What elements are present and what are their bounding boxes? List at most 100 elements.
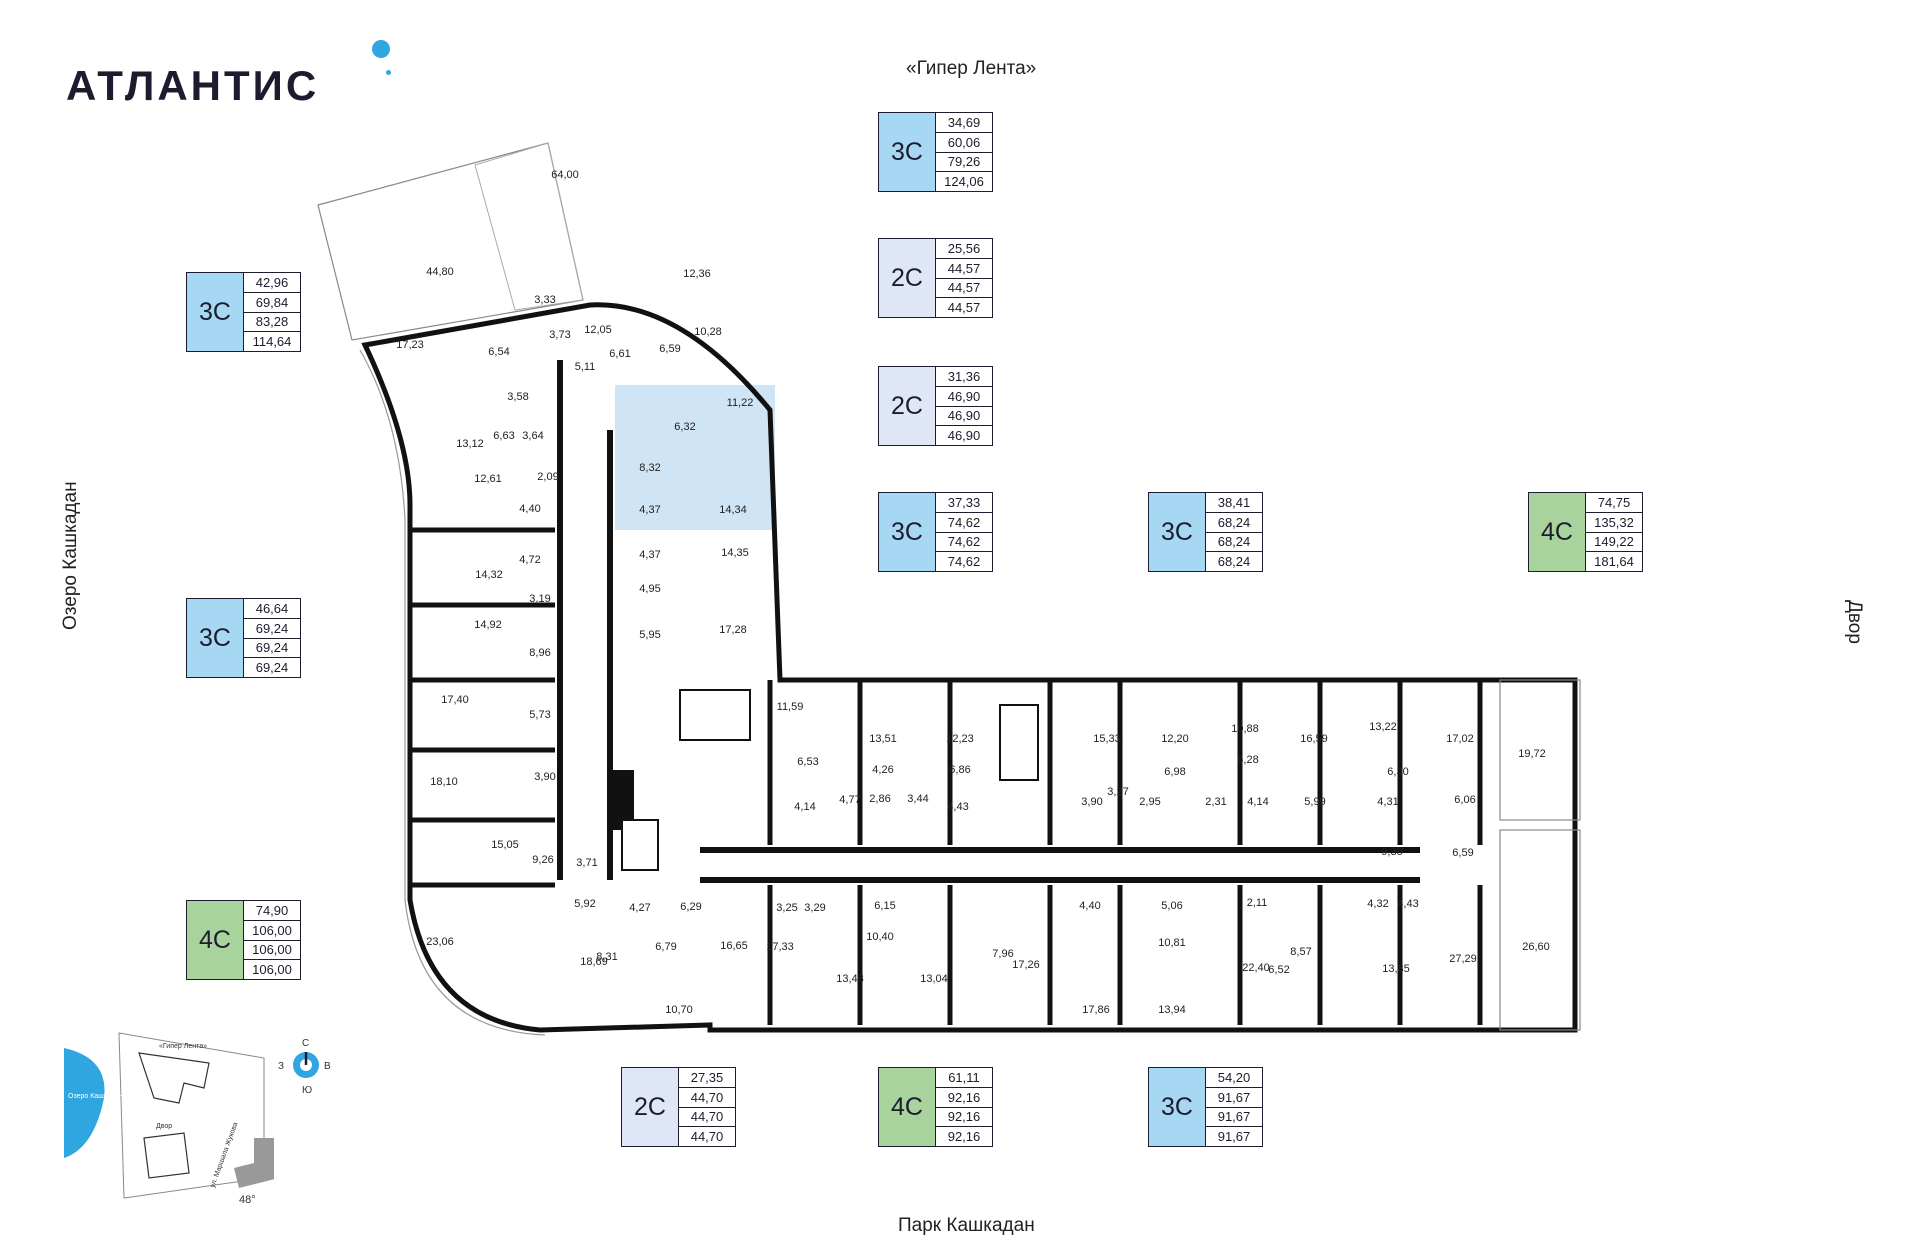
area-value: 181,64: [1594, 554, 1634, 570]
elevator: [621, 819, 659, 871]
room-area-label: 19,72: [1518, 748, 1546, 760]
apartment-type: 2С: [879, 367, 936, 445]
room-area-label: 14,92: [474, 619, 502, 631]
room-area-label: 14,32: [475, 569, 503, 581]
area-value: 69,84: [244, 293, 300, 313]
room-area-label: 13,48: [836, 973, 864, 985]
room-area-label: 3,29: [804, 902, 825, 914]
room-area-label: 12,61: [474, 473, 502, 485]
room-area-label: 4,26: [872, 764, 893, 776]
terrace-divider: [474, 142, 584, 311]
room-area-label: 17,33: [766, 941, 794, 953]
room-area-label: 14,35: [721, 547, 749, 559]
room-area-label: 44,80: [426, 266, 454, 278]
corridor-wall: [700, 847, 1420, 883]
minimap-label-yard: Двор: [156, 1123, 172, 1130]
brand-logo: АТЛАНТИС: [66, 62, 320, 109]
site-minimap: «Гипер Лента» Озеро Кашкадан Двор ул. Ма…: [64, 1032, 274, 1206]
room-area-label: 22,40: [1242, 962, 1270, 974]
area-value: 31,36: [936, 367, 992, 387]
compass-n: С: [302, 1038, 309, 1049]
room-area-label: 17,40: [441, 694, 469, 706]
area-value: 69,24: [255, 660, 289, 676]
minimap-angle: 48°: [239, 1194, 256, 1206]
room-area-label: 4,95: [639, 583, 660, 595]
area-value: 74,75: [1586, 493, 1642, 513]
area-value: 92,16: [947, 1129, 981, 1145]
room-area-label: 2,09: [537, 471, 558, 483]
room-area-label: 16,65: [720, 940, 748, 952]
room-area-label: 9,35: [1381, 846, 1402, 858]
room-area-label: 23,06: [426, 936, 454, 948]
apartment-type: 2С: [879, 239, 936, 317]
room-area-label: 17,28: [719, 624, 747, 636]
room-area-label: 7,96: [992, 948, 1013, 960]
highlighted-building: [234, 1138, 274, 1188]
terrace-outline: [317, 142, 584, 341]
room-area-label: 4,72: [519, 554, 540, 566]
apartment-type: 3С: [1149, 1068, 1206, 1146]
room-area-label: 4,32: [1367, 898, 1388, 910]
room-area-label: 27,29: [1449, 953, 1477, 965]
room-area-label: 8,57: [1290, 946, 1311, 958]
area-value: 60,06: [936, 133, 992, 153]
room-area-label: 6,30: [1387, 766, 1408, 778]
room-area-label: 2,86: [869, 793, 890, 805]
room-area-label: 64,00: [551, 169, 579, 181]
room-area-label: 3,90: [1081, 796, 1102, 808]
room-area-label: 13,04: [920, 973, 948, 985]
room-area-label: 17,23: [396, 339, 424, 351]
compass: С Ю З В: [278, 1038, 331, 1095]
room-area-label: 6,79: [655, 941, 676, 953]
room-area-label: 10,28: [694, 326, 722, 338]
room-area-label: 26,60: [1522, 941, 1550, 953]
area-value: 91,67: [1217, 1129, 1251, 1145]
staircase: [679, 689, 751, 741]
area-value: 124,06: [944, 174, 984, 190]
room-area-label: 3,44: [907, 793, 928, 805]
apartment-type: 3С: [187, 599, 244, 677]
room-area-label: 16,59: [1300, 733, 1328, 745]
area-value: 92,16: [936, 1088, 992, 1108]
apartment-type: 2С: [622, 1068, 679, 1146]
room-area-label: 11,59: [777, 701, 804, 713]
area-value: 74,62: [947, 554, 981, 570]
direction-south: Парк Кашкадан: [898, 1215, 1035, 1236]
area-value: 44,57: [936, 279, 992, 299]
room-area-label: 12,20: [1161, 733, 1189, 745]
lake-shape: [64, 1048, 105, 1158]
balcony: [1499, 679, 1581, 821]
area-value: 68,24: [1206, 513, 1262, 533]
area-value: 46,90: [936, 407, 992, 427]
room-area-label: 2,95: [1139, 796, 1160, 808]
apartment-type: 4С: [1529, 493, 1586, 571]
area-value: 44,57: [936, 259, 992, 279]
room-area-label: 4,14: [1247, 796, 1268, 808]
room-area-label: 5,06: [1161, 900, 1182, 912]
room-area-label: 6,32: [674, 421, 695, 433]
room-area-label: 6,06: [1454, 794, 1475, 806]
staircase: [999, 704, 1039, 781]
room-area-label: 15,33: [1093, 733, 1121, 745]
compass-w: З: [278, 1061, 284, 1072]
area-value: 106,00: [244, 941, 300, 961]
room-area-label: 4,40: [519, 503, 540, 515]
